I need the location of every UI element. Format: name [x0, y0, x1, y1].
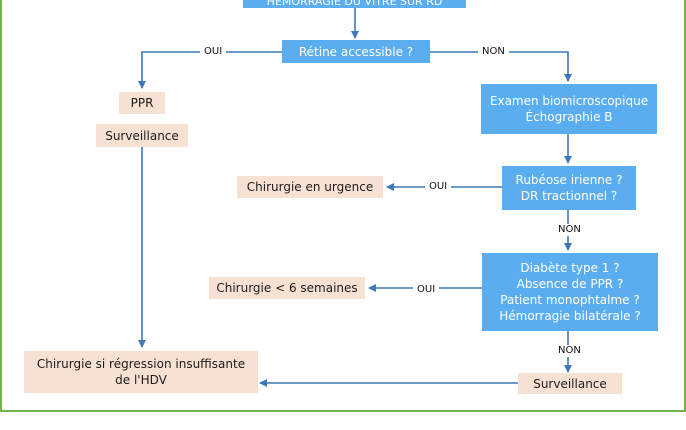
- node-diabete-line2: Absence de PPR ?: [516, 277, 624, 291]
- node-surveillance-left: Surveillance: [96, 124, 188, 147]
- node-diabete-line1: Diabète type 1 ?: [520, 261, 620, 275]
- label-oui-rubeose: OUI: [425, 181, 452, 193]
- node-surveillance-right: Surveillance: [518, 373, 622, 394]
- node-hemorragie: HÉMORRAGIE DU VITRÉ SUR RD: [243, 0, 466, 8]
- label-non-diabete: NON: [554, 345, 585, 357]
- label-non-retine: NON: [478, 46, 509, 58]
- diagram-frame: [0, 0, 686, 412]
- label-oui-retine: OUI: [200, 46, 227, 58]
- node-rubeose: Rubéose irienne ? DR tractionnel ?: [502, 166, 636, 210]
- node-retine-text: Rétine accessible ?: [298, 44, 414, 59]
- node-chirurgie-regression-line1: Chirurgie si régression insuffisante: [36, 357, 246, 371]
- node-examen: Examen biomicroscopique Échographie B: [481, 84, 657, 134]
- node-examen-line1: Examen biomicroscopique: [489, 94, 649, 108]
- node-surveillance-left-text: Surveillance: [105, 128, 179, 143]
- node-rubeose-line2: DR tractionnel ?: [520, 189, 618, 203]
- node-chirurgie-regression-line2: de l'HDV: [115, 373, 167, 387]
- node-chirurgie-6-semaines-text: Chirurgie < 6 semaines: [216, 281, 358, 295]
- node-surveillance-right-text: Surveillance: [533, 376, 607, 391]
- node-chirurgie-regression: Chirurgie si régression insuffisante de …: [24, 351, 258, 393]
- node-examen-line2: Échographie B: [525, 110, 613, 124]
- node-diabete-line4: Hémorragie bilatérale ?: [499, 309, 641, 323]
- node-hemorragie-text: HÉMORRAGIE DU VITRÉ SUR RD: [266, 0, 443, 8]
- node-chirurgie-urgence: Chirurgie en urgence: [237, 176, 383, 198]
- node-ppr-text: PPR: [130, 96, 154, 110]
- node-chirurgie-6-semaines: Chirurgie < 6 semaines: [209, 277, 365, 299]
- node-diabete: Diabète type 1 ? Absence de PPR ? Patien…: [482, 253, 658, 331]
- label-oui-diabete: OUI: [413, 284, 440, 296]
- label-non-rubeose: NON: [554, 224, 585, 236]
- node-diabete-line3: Patient monophtalme ?: [500, 293, 640, 307]
- node-retine-accessible: Rétine accessible ?: [282, 40, 430, 63]
- arrow-retine-oui: [138, 51, 282, 89]
- node-chirurgie-urgence-text: Chirurgie en urgence: [246, 180, 374, 194]
- node-rubeose-line1: Rubéose irienne ?: [515, 173, 623, 187]
- node-ppr: PPR: [119, 92, 165, 114]
- arrow-retine-non: [430, 51, 572, 82]
